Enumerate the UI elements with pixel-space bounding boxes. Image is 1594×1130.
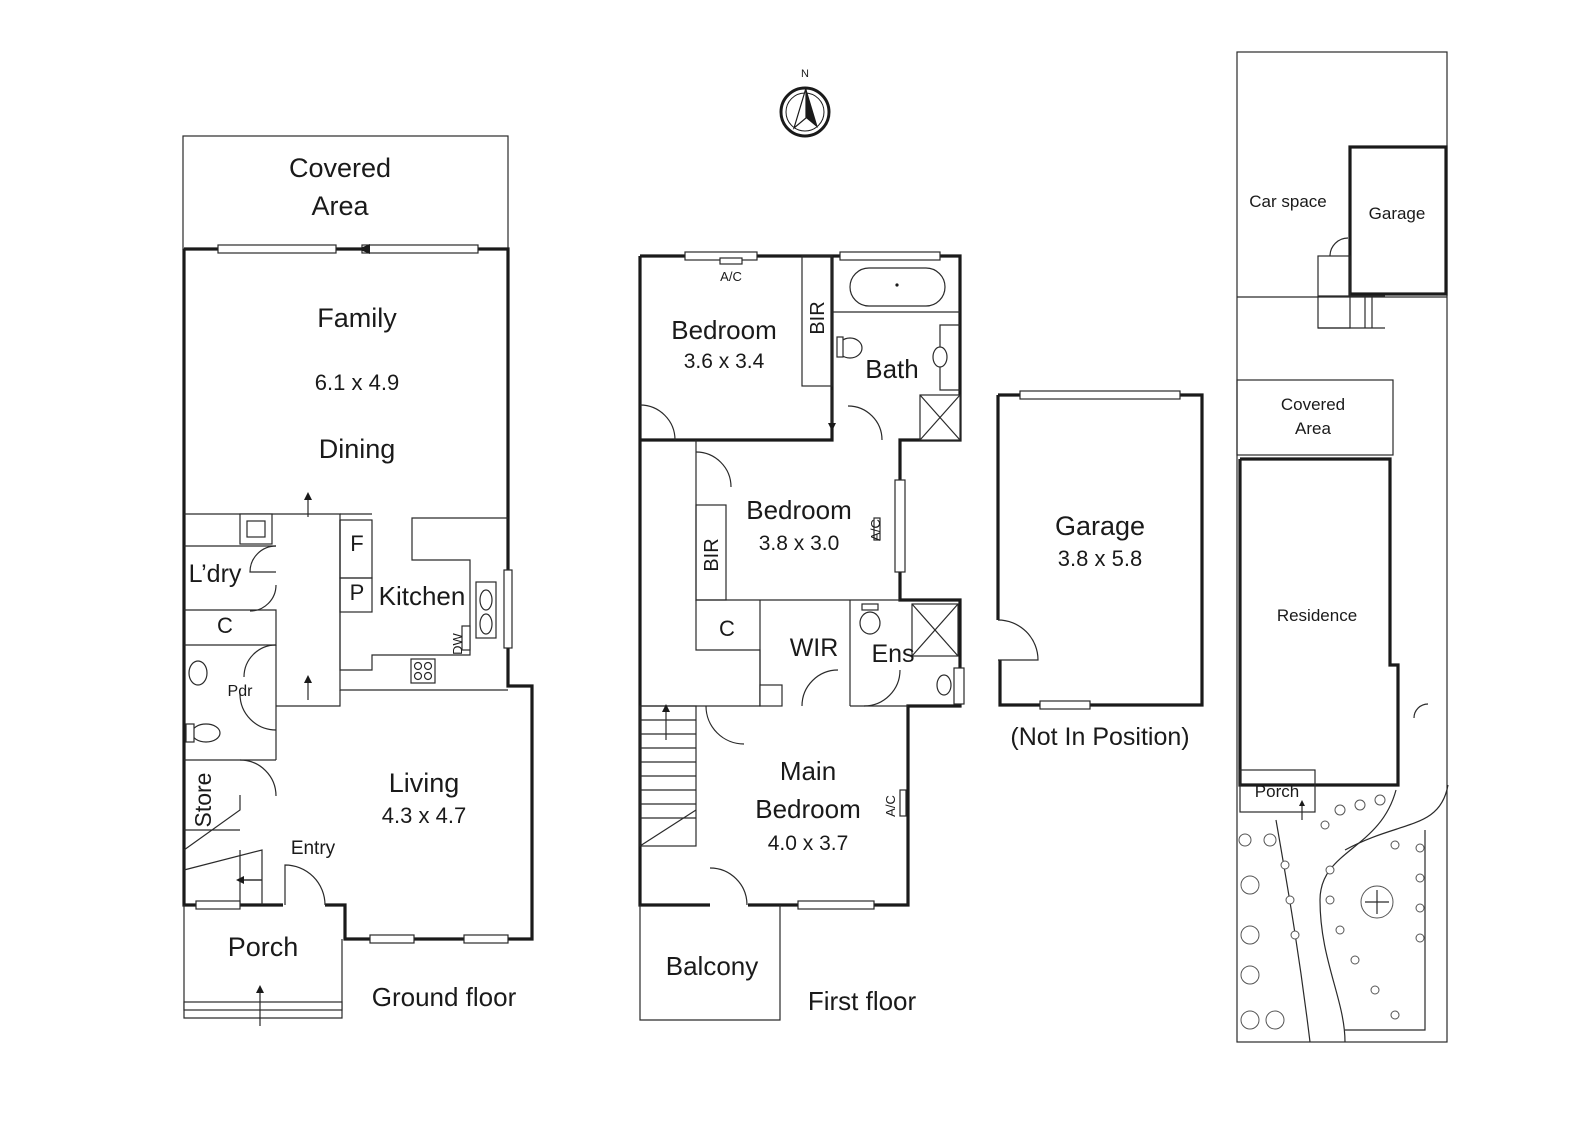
basin-icon (188, 660, 208, 686)
ff-cupboard-label: C (719, 616, 735, 641)
bedroom2-dims: 3.8 x 3.0 (759, 532, 840, 555)
garage-dims: 3.8 x 5.8 (1058, 546, 1142, 571)
gf-covered-area-label: Covered (289, 153, 391, 183)
ground-floor-title: Ground floor (372, 982, 517, 1012)
dishwasher-label: DW (450, 632, 465, 654)
family-window (217, 244, 479, 254)
bedroom1-dims: 3.6 x 3.4 (684, 350, 765, 373)
living-dims: 4.3 x 4.7 (382, 803, 466, 828)
garage-plan (996, 390, 1204, 710)
site-covered-area-label-2: Area (1295, 419, 1331, 438)
kitchen-label: Kitchen (379, 581, 466, 611)
first-floor-plan (638, 251, 965, 1021)
car-space-label: Car space (1249, 192, 1326, 211)
first-floor-title: First floor (808, 986, 917, 1016)
balcony-label: Balcony (666, 951, 759, 981)
bath-label: Bath (865, 354, 919, 384)
ensuite-label: Ens (871, 640, 914, 668)
ground-floor-plan (182, 135, 534, 1026)
laundry-label: L’dry (189, 560, 242, 588)
dining-label: Dining (319, 434, 396, 464)
cooktop-icon (410, 658, 436, 684)
store-label: Store (190, 773, 216, 828)
bedroom2-label: Bedroom (746, 495, 852, 525)
site-covered-area-label: Covered (1281, 395, 1345, 414)
main-bedroom-label: Main (780, 756, 836, 786)
bedroom1-label: Bedroom (671, 315, 777, 345)
bir1-label: BIR (807, 301, 829, 334)
compass-north-label: N (801, 68, 809, 80)
powder-label: Pdr (228, 683, 254, 700)
garage-note: (Not In Position) (1010, 723, 1189, 751)
site-porch-label: Porch (1255, 782, 1299, 801)
gf-cupboard-label: C (217, 613, 233, 638)
site-plan (1236, 51, 1449, 1043)
wir-label: WIR (790, 634, 839, 662)
gf-covered-area-label-2: Area (311, 191, 369, 221)
north-compass-icon (779, 86, 831, 138)
ff-ac2-label: A/C (868, 519, 883, 541)
site-garage-label: Garage (1369, 204, 1426, 223)
main-bedroom-label-2: Bedroom (755, 794, 861, 824)
family-dims: 6.1 x 4.9 (315, 370, 399, 395)
ff-ac1-label: A/C (720, 269, 742, 284)
fridge-label: F (350, 531, 363, 556)
main-bedroom-dims: 4.0 x 3.7 (768, 832, 849, 855)
entry-label: Entry (291, 838, 336, 859)
family-label: Family (317, 303, 397, 333)
garage-label: Garage (1055, 511, 1145, 541)
garden-plants (1238, 794, 1425, 1030)
residence-label: Residence (1277, 606, 1357, 625)
ff-ac3-label: A/C (883, 795, 898, 817)
toilet-icon (191, 723, 221, 743)
bathtub-icon (849, 267, 946, 307)
gf-porch-label: Porch (228, 932, 299, 962)
pantry-label: P (350, 580, 365, 605)
bir2-label: BIR (701, 538, 723, 571)
living-label: Living (389, 768, 460, 798)
